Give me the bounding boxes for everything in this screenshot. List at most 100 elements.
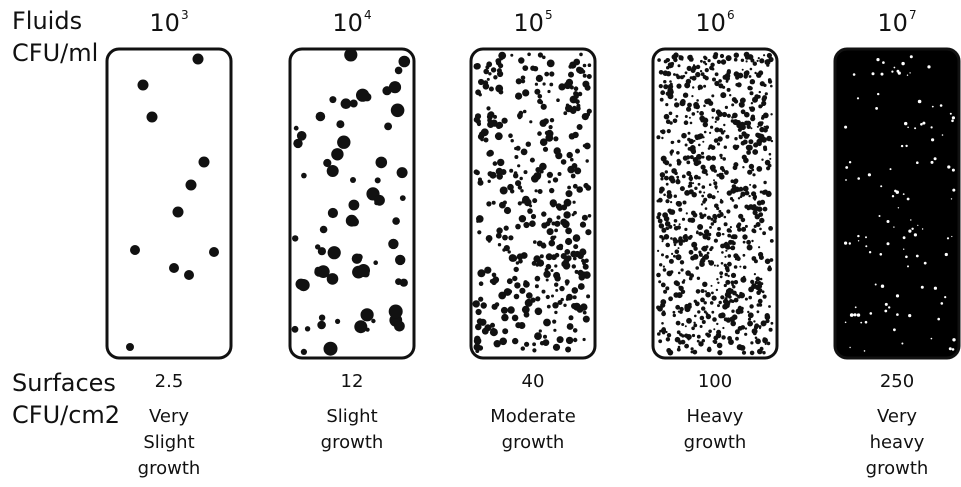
colony [733,71,740,77]
colony [519,287,526,294]
colony [763,54,766,57]
colony [544,130,550,136]
colony [545,278,549,282]
colony [663,289,668,294]
colony [582,315,590,323]
colony [721,233,724,236]
colony [744,111,750,118]
colony [710,284,713,287]
colony [679,186,685,192]
colony [702,75,707,79]
colony [487,179,491,183]
colony [668,296,673,302]
colony [886,220,890,223]
colony [676,75,681,80]
colony [554,220,561,227]
colony [698,252,703,257]
colony [544,71,550,77]
colony [740,191,746,197]
colony [474,113,482,120]
colony [700,203,704,206]
colony [571,287,579,294]
colony [732,274,735,277]
colony [681,323,685,326]
colony [725,80,729,83]
colony [697,182,701,186]
colony [848,242,851,245]
colony [552,302,559,309]
colony [563,198,572,207]
colony [579,52,583,57]
colony [669,82,673,86]
colony [531,260,537,266]
colony [678,160,682,164]
colony [572,183,578,189]
colony [684,115,688,118]
colony [729,197,734,201]
colony [701,320,706,324]
colony [757,348,763,355]
colony [768,226,773,231]
colony [506,278,513,285]
colony [730,280,735,285]
colony [694,301,700,307]
colony [573,210,577,215]
colony [514,282,521,289]
colony [493,114,497,119]
colony [572,234,581,242]
colony [848,161,852,164]
colony [752,204,757,209]
colony [749,350,755,356]
colony [184,270,194,280]
colony [502,248,506,252]
colony [515,92,523,100]
colony [717,281,720,284]
colony [711,164,716,170]
colony [523,221,530,229]
colony [137,79,149,91]
colony [759,277,763,281]
colony [513,266,519,273]
colony [701,155,705,159]
colony [736,82,742,88]
colony [669,121,673,125]
colony [660,155,667,162]
colony [721,251,724,254]
colony [724,266,730,271]
colony [483,137,489,143]
colony [694,314,697,318]
colony [668,63,674,68]
colony [394,320,405,332]
colony [684,325,687,328]
colony [744,327,748,330]
colony [348,199,360,211]
colony [695,266,699,270]
colony [534,332,542,340]
colony [693,246,698,251]
colony [741,226,747,232]
colony [538,329,542,333]
colony [716,264,719,267]
colony [669,80,672,83]
colony [511,314,519,322]
colony [748,194,751,198]
colony [746,239,751,245]
colony [748,86,753,91]
colony-group [126,53,219,351]
colony [931,105,934,108]
colony [665,103,669,107]
colony [682,92,689,98]
colony [518,259,523,264]
colony [556,215,561,220]
colony [548,125,553,130]
colony [501,313,509,322]
colony [534,88,541,95]
colony [486,201,492,207]
colony [301,172,307,179]
colony [657,218,663,224]
colony [758,104,763,109]
colony [676,83,682,89]
colony [733,57,738,62]
colony [543,334,547,339]
colony [713,138,719,143]
